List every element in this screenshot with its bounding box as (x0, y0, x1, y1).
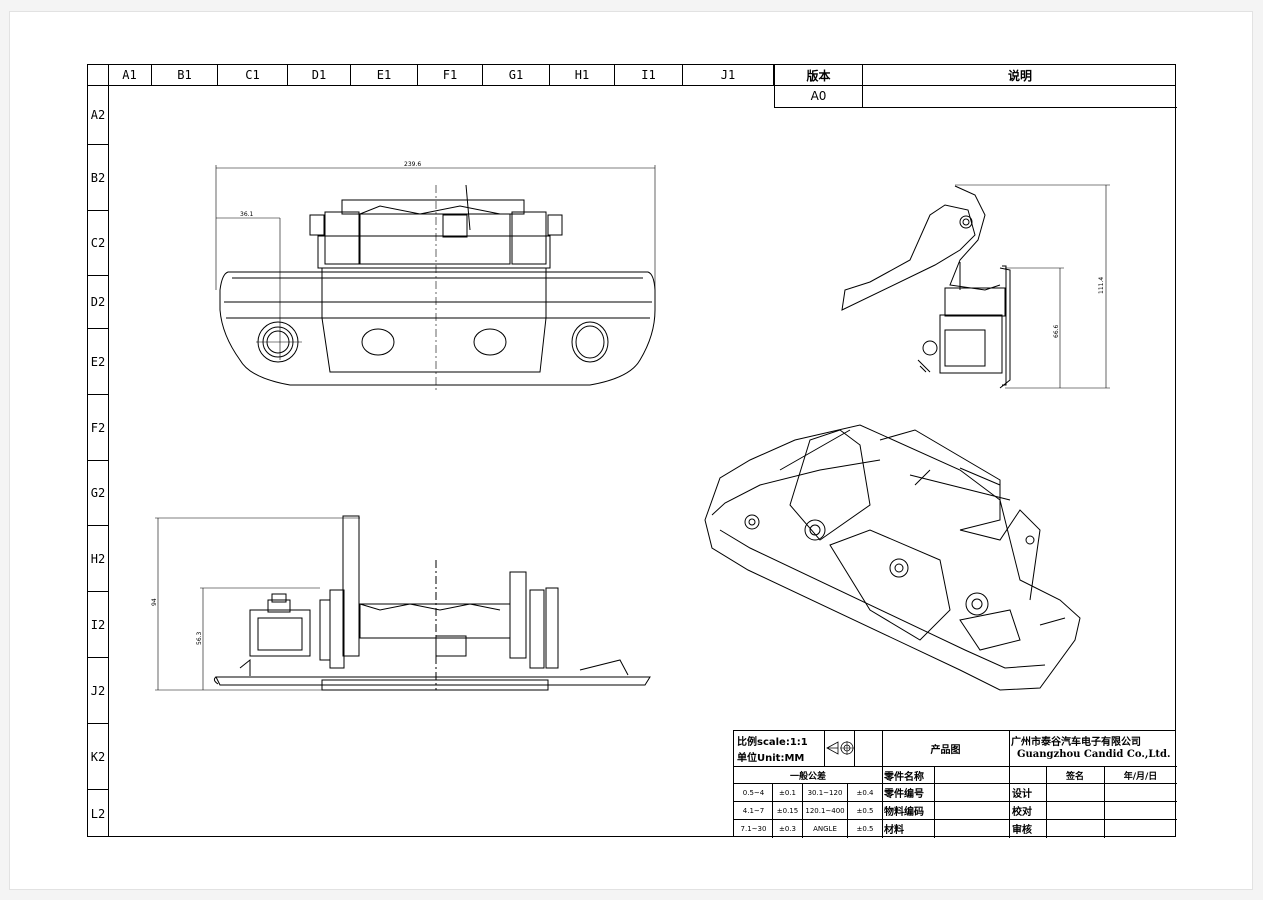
column-header: B1 (152, 65, 218, 85)
row-header: G2 (88, 461, 108, 526)
row-header: J2 (88, 658, 108, 724)
row-header: E2 (88, 329, 108, 395)
product-drawing-label: 产品图 (930, 745, 961, 756)
revision-version-header: 版本 (774, 65, 863, 85)
column-header: G1 (483, 65, 550, 85)
column-header: D1 (288, 65, 351, 85)
check-label: 校对 (1012, 807, 1032, 818)
projection-symbol (826, 733, 854, 763)
dim-front-width: 239.6 (404, 161, 421, 168)
side-view-drawing (841, 185, 1011, 389)
row-header: A2 (88, 85, 108, 145)
tolerance-cell: 0.5~4 (742, 788, 765, 797)
tolerance-cell: 4.1~7 (742, 806, 765, 815)
row-header: B2 (88, 145, 108, 211)
date-header: 年/月/日 (1123, 771, 1158, 782)
isometric-view-drawing (704, 424, 1081, 691)
unit-label: 单位Unit:MM (737, 752, 805, 764)
part-name-label: 零件名称 (884, 771, 924, 783)
column-header: I1 (615, 65, 683, 85)
column-header-divider (88, 85, 1175, 86)
revision-desc-header: 说明 (1007, 68, 1032, 83)
tolerance-cell: 30.1~120 (807, 788, 843, 797)
tolerance-cell: ±0.3 (779, 824, 796, 833)
part-number-label: 零件编号 (884, 789, 924, 800)
row-header: K2 (88, 724, 108, 790)
column-header: F1 (418, 65, 483, 85)
tolerance-cell: ±0.15 (776, 806, 799, 815)
row-header: F2 (88, 395, 108, 461)
column-header: C1 (218, 65, 288, 85)
company-name-cn: 广州市泰谷汽车电子有限公司 (1011, 736, 1141, 748)
row-header: I2 (88, 592, 108, 658)
column-header: J1 (683, 65, 774, 85)
approve-label: 审核 (1012, 825, 1032, 836)
tolerance-cell: 7.1~30 (740, 824, 767, 833)
material-code-label: 物料编码 (884, 807, 924, 818)
title-block: 比例scale:1:1 单位Unit:MM 产品图 广州市泰谷汽车电子有限公司 … (733, 730, 1177, 838)
side-view-dimensions (955, 184, 1110, 389)
design-label: 设计 (1012, 789, 1032, 800)
revision-version-value: A0 (774, 85, 863, 108)
scale-label: 比例scale:1:1 (737, 736, 808, 748)
tolerance-cell: 120.1~400 (805, 806, 845, 815)
column-header: E1 (351, 65, 418, 85)
bottom-view-drawing (213, 515, 651, 691)
tolerance-cell: ±0.1 (779, 788, 796, 797)
material-label: 材料 (884, 825, 904, 836)
dim-side-inner: 66.6 (1053, 324, 1060, 338)
sign-header: 签名 (1065, 771, 1084, 782)
tolerance-cell: ±0.5 (856, 824, 874, 833)
row-header: H2 (88, 526, 108, 592)
general-tolerance-label: 一般公差 (789, 771, 826, 782)
column-header: H1 (550, 65, 615, 85)
row-header-divider (108, 65, 109, 836)
bottom-view-dimensions (155, 517, 360, 691)
company-name-en: Guangzhou Candid Co.,Ltd. (1017, 748, 1171, 760)
row-header: C2 (88, 211, 108, 276)
dim-bottom-inner: 56.3 (196, 631, 203, 645)
front-view-drawing (219, 184, 656, 386)
row-header: D2 (88, 276, 108, 329)
column-header: A1 (108, 65, 152, 85)
dim-side-total: 111.4 (1098, 277, 1105, 294)
tolerance-cell: ±0.4 (856, 788, 874, 797)
tolerance-cell: ANGLE (813, 824, 837, 833)
dim-front-offset: 36.1 (240, 211, 254, 218)
tolerance-cell: ±0.5 (856, 806, 874, 815)
dim-bottom-height: 94 (151, 598, 158, 606)
revision-desc-value (863, 85, 1177, 108)
front-view-dimensions (215, 165, 656, 390)
row-header: L2 (90, 807, 106, 821)
